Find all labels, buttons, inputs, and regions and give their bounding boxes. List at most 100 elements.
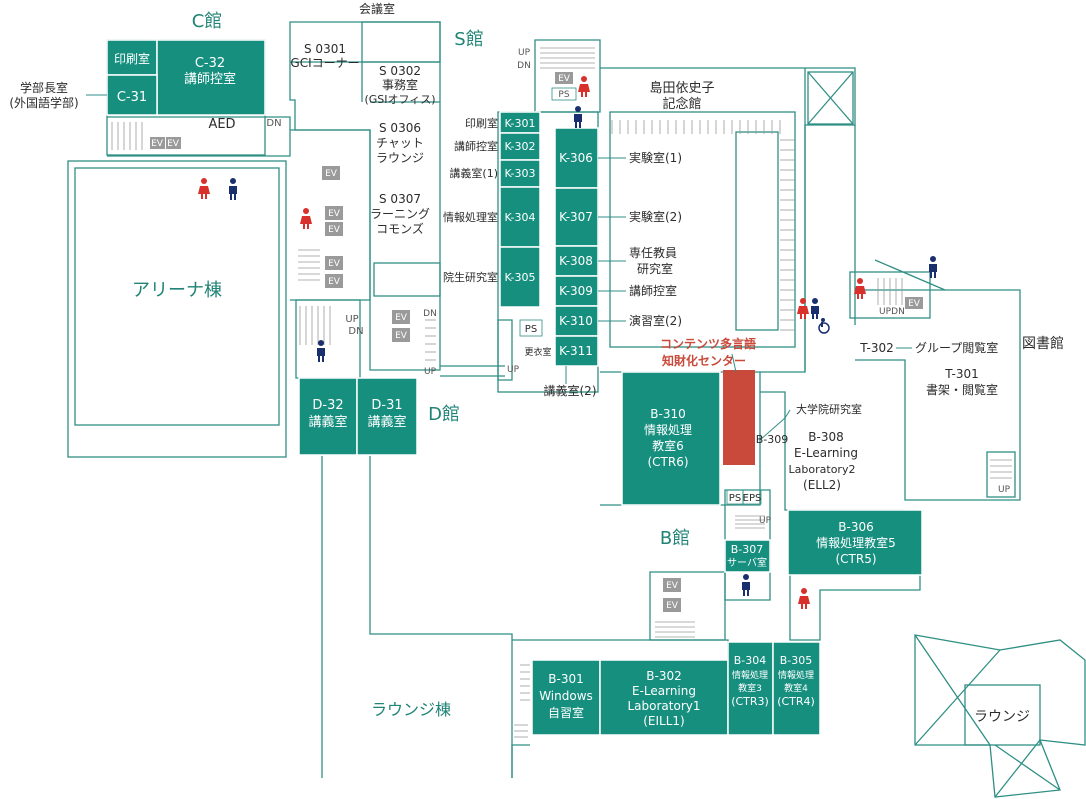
ev-box <box>325 206 343 220</box>
library-stair <box>986 451 1016 498</box>
room-k310[interactable] <box>554 305 599 337</box>
room-k302[interactable] <box>499 132 541 161</box>
room-label-dean-sub: (外国語学部) <box>9 95 78 110</box>
room-label-s0301-id: S 0301 <box>304 42 346 56</box>
ev-label: EV <box>167 139 180 149</box>
stairs-s-dn <box>425 319 436 361</box>
room-k303[interactable] <box>499 159 541 188</box>
room-label-k308-name2: 研究室 <box>637 261 673 276</box>
lounge-x3 <box>994 744 1061 791</box>
room-label-contents-2: 知財化センター <box>661 353 746 368</box>
stairs-s-left <box>298 249 320 281</box>
room-k304[interactable] <box>499 186 541 248</box>
room-label-b310-id: B-310 <box>650 407 685 421</box>
room-label-k306-name: 実験室(1) <box>629 150 682 165</box>
s-kaigi-box <box>361 21 441 63</box>
room-k307[interactable] <box>554 187 599 247</box>
room-label-k305: K-305 <box>504 271 535 284</box>
room-label-koui: 更衣室 <box>524 346 551 358</box>
room-contents-center[interactable] <box>723 370 755 465</box>
male-restroom-icon <box>742 574 750 596</box>
b-bottom-wall <box>512 639 729 660</box>
room-label-d32-id: D-32 <box>312 398 343 413</box>
room-label-b302-name2: Laboratory1 <box>627 699 700 713</box>
room-label-b307-name: サーバ室 <box>727 556 767 569</box>
room-label-b306-id: B-306 <box>838 520 873 534</box>
room-label-b308-name2: Laboratory2 <box>789 463 856 476</box>
stairs-d <box>299 306 331 345</box>
room-c32[interactable] <box>156 39 266 116</box>
lounge-building-lines <box>321 456 513 778</box>
ev-label: EV <box>325 169 338 179</box>
room-d32[interactable] <box>298 377 358 456</box>
room-k305[interactable] <box>499 246 541 308</box>
room-label-c31: C-31 <box>117 90 147 105</box>
room-label-b306-name: 情報処理教室5 <box>816 535 896 550</box>
ps-label: PS <box>729 493 741 504</box>
ev-label: EV <box>666 601 679 611</box>
room-b307[interactable] <box>724 539 771 573</box>
building-label-d: D館 <box>428 404 460 425</box>
dn-label: DN <box>517 61 531 71</box>
room-label-b306-code: (CTR5) <box>835 552 876 566</box>
up-label: UP <box>518 48 531 58</box>
ev-box <box>325 222 343 236</box>
ev-box <box>322 166 340 180</box>
room-label-s-kaigi: 会議室 <box>359 1 395 16</box>
restroom-icons <box>198 76 937 609</box>
eps-box <box>742 489 762 505</box>
room-label-k304-name: 情報処理室 <box>443 210 498 224</box>
room-b301[interactable] <box>531 659 601 736</box>
room-b310[interactable] <box>621 371 721 506</box>
ev-box <box>325 274 343 288</box>
room-label-t301-name: 書架・閲覧室 <box>926 382 998 397</box>
room-d31[interactable] <box>356 377 418 456</box>
room-b304[interactable] <box>727 641 774 736</box>
room-c31[interactable] <box>106 74 158 116</box>
room-label-b302-name: E-Learning <box>632 684 696 698</box>
arena-outline <box>67 160 287 458</box>
outline-walls <box>67 21 1086 798</box>
room-k311[interactable] <box>554 335 599 367</box>
room-label-b307-id: B-307 <box>731 543 764 556</box>
up-label: UP <box>759 516 772 526</box>
void-box <box>807 71 854 125</box>
room-label-b308-id: B-308 <box>808 430 843 444</box>
room-label-k301-name: 印刷室 <box>465 116 498 130</box>
ps-box <box>551 87 577 101</box>
lounge-room <box>964 684 1041 746</box>
ps-box <box>519 319 543 337</box>
stairs <box>111 47 1012 738</box>
ev-box <box>905 297 923 309</box>
room-label-b305-name2: 教室4 <box>784 682 808 694</box>
leader-contents <box>731 353 737 373</box>
female-restroom-icon <box>797 298 809 319</box>
room-label-c32-id: C-32 <box>195 56 225 71</box>
room-b302[interactable] <box>599 659 729 736</box>
building-label-shimada-line2: 記念館 <box>662 96 701 112</box>
room-label-k308-name: 専任教員 <box>629 245 677 260</box>
building-label-c: C館 <box>192 11 223 32</box>
k-stair <box>497 319 513 381</box>
room-label-k303-name: 講義室(1) <box>449 166 498 180</box>
male-restroom-icon <box>811 298 819 319</box>
room-label-b304-code: (CTR3) <box>731 695 769 708</box>
ev-box <box>325 256 343 270</box>
male-restroom-icon <box>574 106 582 128</box>
room-label-t302-name: グループ閲覧室 <box>915 340 998 355</box>
ps-label: PS <box>525 324 537 335</box>
room-label-k304: K-304 <box>504 211 535 224</box>
room-label-s0307-name: ラーニング <box>370 207 430 221</box>
building-label-b: B館 <box>660 528 690 549</box>
room-b306[interactable] <box>787 509 923 576</box>
room-b305[interactable] <box>772 641 821 736</box>
room-label-c-print: 印刷室 <box>114 51 150 66</box>
corridor-s-k <box>440 365 505 377</box>
room-label-k307: K-307 <box>559 210 593 224</box>
dn-label: DN <box>423 309 437 319</box>
room-label-k309-name: 講師控室 <box>629 283 677 298</box>
room-label-k311-name: 講義室(2) <box>544 383 597 398</box>
room-label-s0301-name: GCIコーナー <box>290 56 359 70</box>
s-room-small <box>373 262 441 297</box>
room-label-s0307-name2: コモンズ <box>376 221 424 236</box>
